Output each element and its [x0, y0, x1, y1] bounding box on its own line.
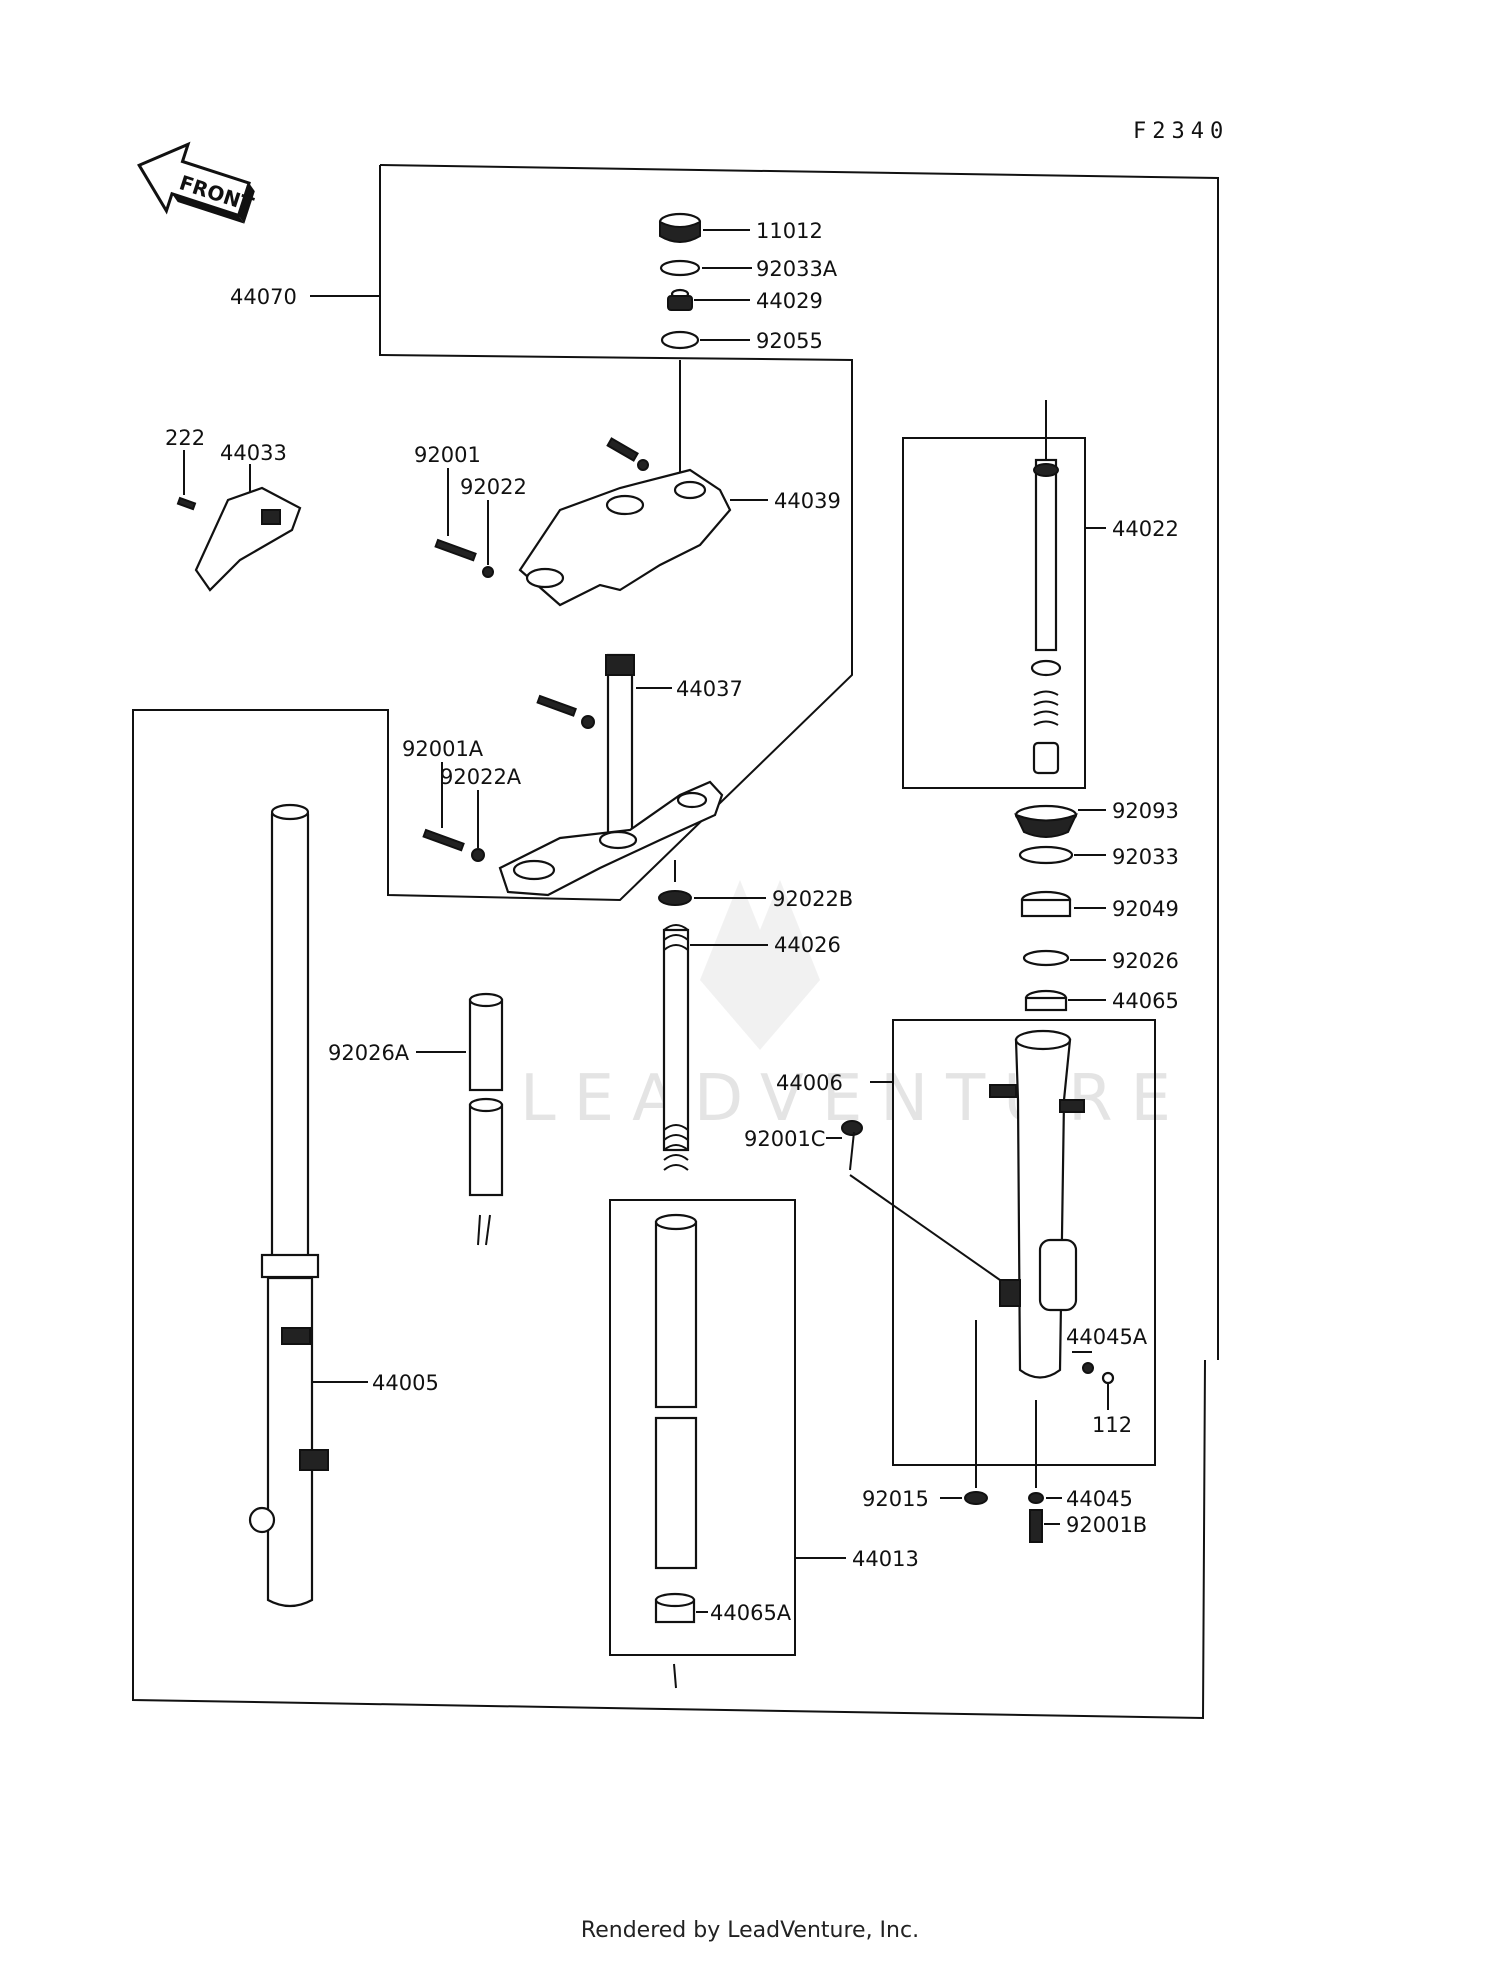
- label-44005: 44005: [372, 1371, 439, 1395]
- part-222: [176, 450, 197, 511]
- label-92015: 92015: [862, 1487, 929, 1511]
- part-92026A: [416, 992, 504, 1246]
- label-44026: 44026: [774, 933, 841, 957]
- part-92033: [1018, 845, 1106, 865]
- front-arrow-icon: FRONT: [137, 141, 257, 224]
- part-44022: [1030, 400, 1106, 775]
- part-44005: [248, 803, 368, 1608]
- part-44065A: [654, 1592, 708, 1689]
- label-44065: 44065: [1112, 989, 1179, 1013]
- label-92022: 92022: [460, 475, 527, 499]
- part-92001A: [422, 762, 465, 852]
- part-44045A: [1072, 1351, 1094, 1374]
- label-44045: 44045: [1066, 1487, 1133, 1511]
- part-44039: [518, 437, 768, 607]
- part-92033A: [659, 259, 752, 277]
- label-44037: 44037: [676, 677, 743, 701]
- label-44029: 44029: [756, 289, 823, 313]
- label-92001B: 92001B: [1066, 1513, 1147, 1537]
- figure-code: F2340: [1133, 119, 1229, 144]
- label-92026: 92026: [1112, 949, 1179, 973]
- label-92001: 92001: [414, 443, 481, 467]
- part-44029: [667, 288, 750, 311]
- label-92001C: 92001C: [744, 1127, 825, 1151]
- label-92049: 92049: [1112, 897, 1179, 921]
- label-92022A: 92022A: [440, 765, 522, 789]
- part-44013: [654, 1213, 846, 1570]
- part-92001: [434, 468, 477, 562]
- label-92093: 92093: [1112, 799, 1179, 823]
- label-44006: 44006: [776, 1071, 843, 1095]
- label-44070: 44070: [230, 285, 297, 309]
- label-92033A: 92033A: [756, 257, 838, 281]
- part-44006: [870, 1029, 1085, 1379]
- label-44033: 44033: [220, 441, 287, 465]
- part-92001C: [826, 1120, 1001, 1281]
- part-112: [1101, 1371, 1115, 1410]
- label-44045A: 44045A: [1066, 1325, 1148, 1349]
- part-92055: [660, 330, 750, 490]
- label-222: 222: [165, 426, 205, 450]
- label-112: 112: [1092, 1413, 1132, 1437]
- label-11012: 11012: [756, 219, 823, 243]
- watermark-logo: [700, 880, 820, 1050]
- part-11012: [658, 212, 750, 243]
- part-92093: [1014, 804, 1106, 838]
- part-44026: [662, 924, 768, 1171]
- label-92026A: 92026A: [328, 1041, 410, 1065]
- frame-44070: [132, 164, 1219, 1720]
- label-92055: 92055: [756, 329, 823, 353]
- part-92015: [940, 1320, 988, 1505]
- label-92001A: 92001A: [402, 737, 484, 761]
- part-92049: [1020, 890, 1106, 918]
- label-92022B: 92022B: [772, 887, 853, 911]
- part-92026: [1022, 949, 1106, 967]
- part-44037: [498, 653, 724, 897]
- footer-credit: Rendered by LeadVenture, Inc.: [580, 1918, 920, 1943]
- label-92033: 92033: [1112, 845, 1179, 869]
- frame-44013: [609, 1199, 796, 1656]
- frame-44006: [892, 1019, 1156, 1466]
- frame-44022: [902, 437, 1086, 789]
- label-44039: 44039: [774, 489, 841, 513]
- part-44033: [194, 464, 302, 592]
- part-92022: [482, 500, 494, 578]
- part-92022B: [658, 860, 766, 906]
- label-44022: 44022: [1112, 517, 1179, 541]
- part-44065: [1024, 989, 1106, 1012]
- part-44045: [1028, 1400, 1062, 1504]
- label-44013: 44013: [852, 1547, 919, 1571]
- part-92022A: [471, 790, 485, 862]
- part-92001B: [1029, 1509, 1060, 1543]
- label-44065A: 44065A: [710, 1601, 792, 1625]
